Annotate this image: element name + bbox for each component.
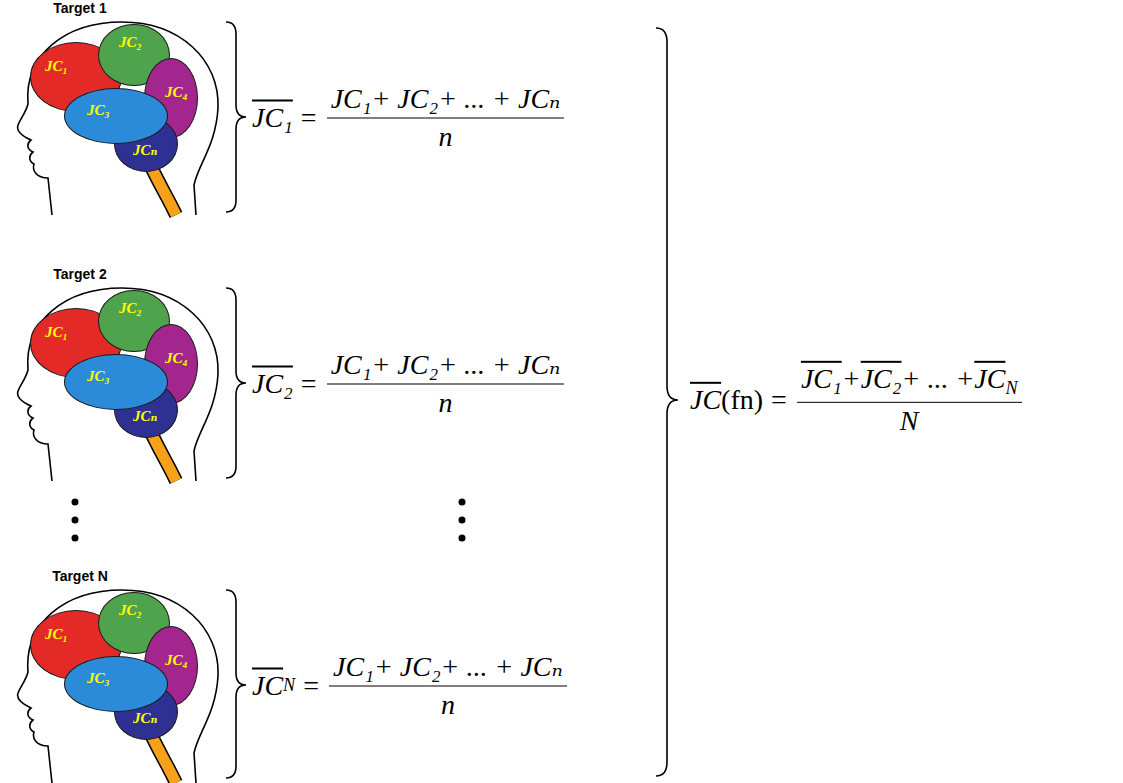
- formula-term: JC₁+ JC₂+ ... + JCₙ: [333, 651, 563, 682]
- region-label: JC₁: [45, 325, 68, 340]
- target-head: Target N JC₁ JC₂ JC₃ JC₄ JCₙ: [0, 568, 235, 783]
- formula-term: + ... +: [901, 363, 974, 394]
- fraction: JC₁+ JC₂+ ... + JCₙ n: [327, 348, 565, 419]
- ellipsis-dot: [459, 499, 466, 506]
- region-label: JC₃: [87, 369, 110, 384]
- brain-region: JC₃: [64, 656, 168, 712]
- brain-region: JC₃: [64, 354, 168, 410]
- numerator: JC₁+ JC₂+ ... + JCₙ: [327, 82, 565, 119]
- formula-term: JC: [252, 669, 283, 701]
- region-label: JCₙ: [133, 143, 157, 158]
- ellipsis-dot: [72, 499, 79, 506]
- fraction: JC₁+ JC₂+ ... + JCₙ n: [327, 82, 565, 153]
- region-label: JC₄: [165, 653, 188, 668]
- formula-term: JC₂: [861, 363, 902, 394]
- formula-term: JC₂: [252, 367, 293, 399]
- region-label: JC₃: [87, 103, 110, 118]
- formula: JCN = JC₁+ JC₂+ ... + JCₙ n: [252, 650, 567, 721]
- brace: [226, 590, 246, 778]
- region-label: JCₙ: [133, 711, 157, 726]
- region-label: JC₁: [45, 627, 68, 642]
- region-label: JC₄: [165, 351, 188, 366]
- region-label: JC₂: [119, 301, 142, 316]
- region-label: JC₂: [119, 35, 142, 50]
- formula-term: N: [1005, 378, 1017, 398]
- region-label: JC₁: [45, 59, 68, 74]
- brace: [226, 288, 246, 478]
- brain-region: JC₃: [64, 88, 168, 144]
- formula-term: +: [842, 363, 861, 394]
- formula-term: =: [771, 384, 787, 416]
- fraction: JC₁+JC₂+ ... +JCNN: [797, 363, 1022, 437]
- region-label: JCₙ: [133, 409, 157, 424]
- numerator: JC₁+ JC₂+ ... + JCₙ: [329, 650, 567, 687]
- head-profile: [18, 590, 218, 783]
- formula-term: JC: [690, 384, 721, 416]
- formula-term: n: [441, 687, 455, 721]
- formula-term: N: [283, 675, 295, 696]
- formula-term: =: [301, 101, 317, 133]
- region-label: JC₄: [165, 85, 188, 100]
- ellipsis-dot: [459, 517, 466, 524]
- formula-term: JC₁: [801, 363, 842, 394]
- head-profile: [18, 22, 218, 215]
- numerator: JC₁+JC₂+ ... +JCN: [797, 363, 1022, 403]
- head-profile: [18, 288, 218, 481]
- formula: JC(fn)=JC₁+JC₂+ ... +JCNN: [690, 363, 1022, 437]
- target-head: Target 2 JC₁ JC₂ JC₃ JC₄ JCₙ: [0, 266, 235, 481]
- formula-term: JC: [974, 363, 1005, 394]
- formula: JC₁= JC₁+ JC₂+ ... + JCₙ n: [252, 82, 564, 153]
- formula-term: JC₁+ JC₂+ ... + JCₙ: [331, 349, 561, 380]
- formula-term: (fn): [721, 384, 763, 416]
- target-label: Target 2: [20, 266, 140, 282]
- brace: [656, 28, 678, 776]
- formula-term: JC₁: [252, 101, 293, 133]
- region-label: JC₂: [119, 603, 142, 618]
- target-head: Target 1 JC₁ JC₂ JC₃ JC₄ JCₙ: [0, 0, 235, 215]
- formula-term: n: [439, 119, 453, 153]
- formula: JC₂= JC₁+ JC₂+ ... + JCₙ n: [252, 348, 564, 419]
- target-label: Target N: [20, 568, 140, 584]
- ellipsis-dot: [72, 535, 79, 542]
- region-label: JC₃: [87, 671, 110, 686]
- target-label: Target 1: [20, 0, 140, 16]
- formula-term: JC₁+ JC₂+ ... + JCₙ: [331, 83, 561, 114]
- ellipsis-dot: [459, 535, 466, 542]
- formula-term: n: [439, 385, 453, 419]
- formula-term: N: [900, 403, 919, 437]
- brace: [226, 22, 246, 212]
- formula-term: =: [301, 367, 317, 399]
- numerator: JC₁+ JC₂+ ... + JCₙ: [327, 348, 565, 385]
- fraction: JC₁+ JC₂+ ... + JCₙ n: [329, 650, 567, 721]
- ellipsis-dot: [72, 517, 79, 524]
- formula-term: =: [303, 669, 319, 701]
